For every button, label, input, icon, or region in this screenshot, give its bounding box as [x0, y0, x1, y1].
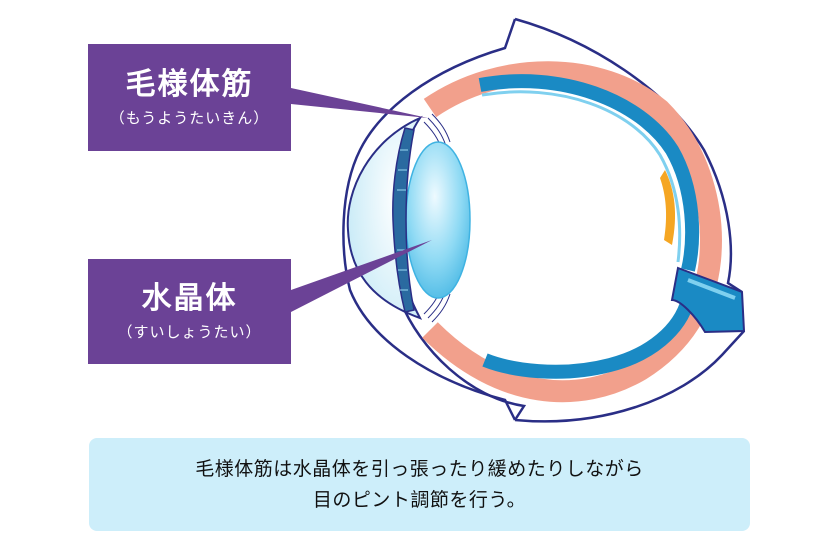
sclera-outline	[398, 17, 745, 423]
lens-name: 水晶体	[141, 281, 238, 316]
ciliary-label-pointer	[291, 88, 428, 118]
ciliary-muscle-label: 毛様体筋 （もうようたいきん）	[88, 44, 291, 151]
optic-nerve	[670, 266, 746, 334]
macula	[660, 170, 676, 245]
caption-line-2: 目のピント調節を行う。	[312, 488, 527, 511]
lens-label: 水晶体 （すいしょうたい）	[88, 259, 291, 364]
ciliary-muscle-name: 毛様体筋	[125, 67, 254, 102]
optic-nerve-highlight	[687, 278, 736, 300]
iris	[392, 127, 415, 313]
retina-inner-line	[481, 90, 682, 263]
ciliary-muscle-reading: （もうようたいきん）	[109, 109, 270, 127]
iris-texture	[397, 149, 408, 291]
choroid-layer	[422, 61, 722, 403]
caption-box: 毛様体筋は水晶体を引っ張ったり緩めたりしながら 目のピント調節を行う。	[89, 438, 750, 531]
crystalline-lens	[405, 141, 471, 299]
lens-label-pointer	[291, 240, 432, 312]
retina-layer	[478, 74, 700, 379]
caption-line-1: 毛様体筋は水晶体を引っ張ったり緩めたりしながら	[195, 458, 644, 481]
sclera-outline-front	[342, 18, 517, 421]
lens-reading: （すいしょうたい）	[117, 323, 262, 341]
